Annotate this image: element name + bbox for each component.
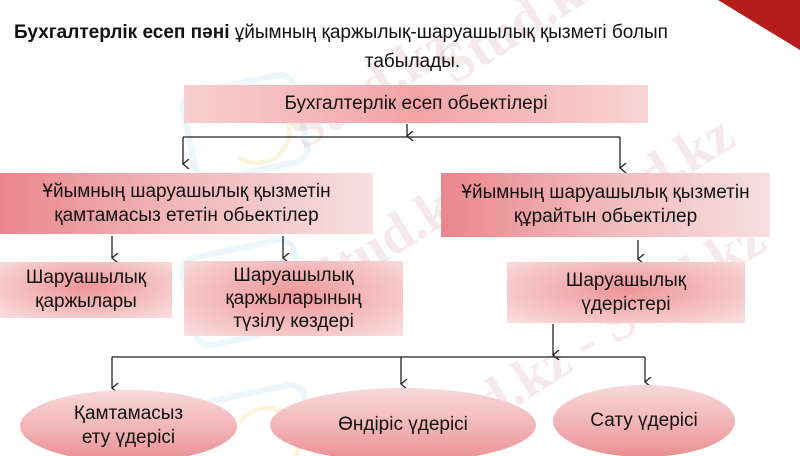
right-branch-label-line2: құрайтын обьектілер [513,206,698,227]
node-economic-processes: Шаруашылық үдерістері [507,262,745,323]
root-node-label: Бухгалтерлік есеп обьектілері [284,93,548,114]
right-branch-label-line1: Ұйымның шаруашылық қызметін [461,182,750,203]
left-branch-label-line2: қамтамасыз ететін обьектілер [54,204,319,226]
process-supply: Қамтамасыз ету үдерісі [20,390,237,456]
process-sales: Сату үдерісі [553,385,735,456]
title-line-1: Бухгалтерлік есеп пәні ұйымның қаржылық-… [14,18,668,47]
node-economic-processes-line2: үдерістері [581,293,671,315]
node-asset-sources-line2: қаржыларының [225,288,362,309]
title-definition: ұйымның қаржылық-шаруашылық қызметі болы… [229,22,668,43]
node-asset-sources-line3: түзілу көздері [233,311,354,332]
node-asset-sources-line1: Шаруашылық [233,265,354,286]
node-asset-sources: Шаруашылық қаржыларының түзілу көздері [184,261,403,336]
root-node-accounting-objects: Бухгалтерлік есеп обьектілері [184,85,648,123]
node-economic-assets-line2: қаржылары [35,291,137,312]
process-supply-line2: ету үдерісі [81,427,176,448]
left-branch-node: Ұйымның шаруашылық қызметін қамтамасыз е… [0,173,373,234]
process-production-label: Өндіріс үдерісі [338,414,468,435]
title-line-2: табылады. [364,51,461,72]
process-production: Өндіріс үдерісі [270,388,536,456]
node-economic-assets-line1: Шаруашылық [25,267,147,288]
node-economic-assets: Шаруашылық қаржылары [0,262,172,318]
right-branch-node: Ұйымның шаруашылық қызметін құрайтын обь… [441,173,770,237]
node-economic-processes-line1: Шаруашылық [565,269,687,291]
process-sales-label: Сату үдерісі [590,410,698,431]
title-bold-term: Бухгалтерлік есеп пәні [14,22,230,43]
left-branch-label-line1: Ұйымның шаруашылық қызметін [42,180,331,202]
process-supply-line1: Қамтамасыз [73,403,184,424]
